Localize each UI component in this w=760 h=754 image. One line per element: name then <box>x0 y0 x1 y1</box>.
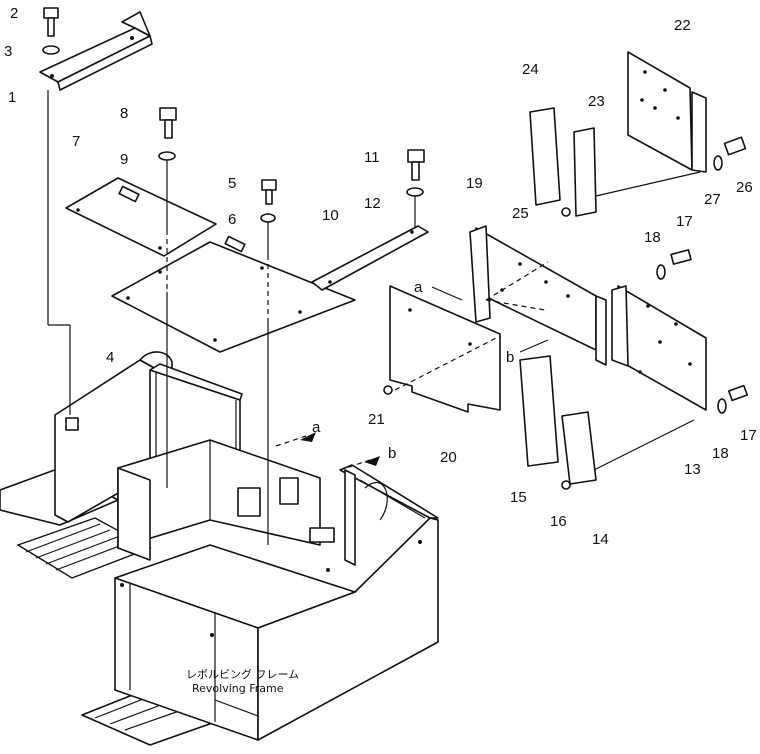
caption-english: Revolving Frame <box>192 682 284 695</box>
part-label-22: 22 <box>674 17 691 34</box>
top-covers <box>39 7 429 545</box>
part-label-13: 13 <box>684 461 701 478</box>
view-marker-a-frame: a <box>312 419 321 436</box>
part-label-7: 7 <box>72 133 80 150</box>
part-label-19: 19 <box>466 175 483 192</box>
part-label-27: 27 <box>704 191 721 208</box>
part-label-4: 4 <box>106 349 114 366</box>
part-label-16: 16 <box>550 513 567 530</box>
view-marker-b-right: b <box>506 349 514 366</box>
right-panels <box>275 51 749 490</box>
revolving-frame <box>0 351 439 746</box>
part-label-20: 20 <box>440 449 457 466</box>
part-label-17-bottom: 17 <box>740 427 757 444</box>
part-label-12: 12 <box>364 195 381 212</box>
part-label-6: 6 <box>228 211 236 228</box>
view-marker-b-frame: b <box>388 445 396 462</box>
part-label-26: 26 <box>736 179 753 196</box>
part-label-5: 5 <box>228 175 236 192</box>
part-label-10: 10 <box>322 207 339 224</box>
part-label-18-bottom: 18 <box>712 445 729 462</box>
caption-japanese: レボルビング フレーム <box>186 667 299 681</box>
part-label-14: 14 <box>592 531 609 548</box>
view-marker-a-right: a <box>414 279 423 296</box>
part-label-23: 23 <box>588 93 605 110</box>
part-label-11: 11 <box>364 149 380 166</box>
part-label-24: 24 <box>522 61 539 78</box>
part-label-9: 9 <box>120 151 128 168</box>
part-label-15: 15 <box>510 489 527 506</box>
part-label-21: 21 <box>368 411 385 428</box>
part-labels: 1 2 3 4 5 6 7 8 9 10 11 12 13 14 15 16 1… <box>4 5 757 695</box>
part-label-25: 25 <box>512 205 529 222</box>
part-label-17-top: 17 <box>676 213 693 230</box>
part-label-3: 3 <box>4 43 12 60</box>
part-label-8: 8 <box>120 105 128 122</box>
part-label-18-top: 18 <box>644 229 661 246</box>
part-label-2: 2 <box>10 5 18 22</box>
part-label-1: 1 <box>8 89 16 106</box>
